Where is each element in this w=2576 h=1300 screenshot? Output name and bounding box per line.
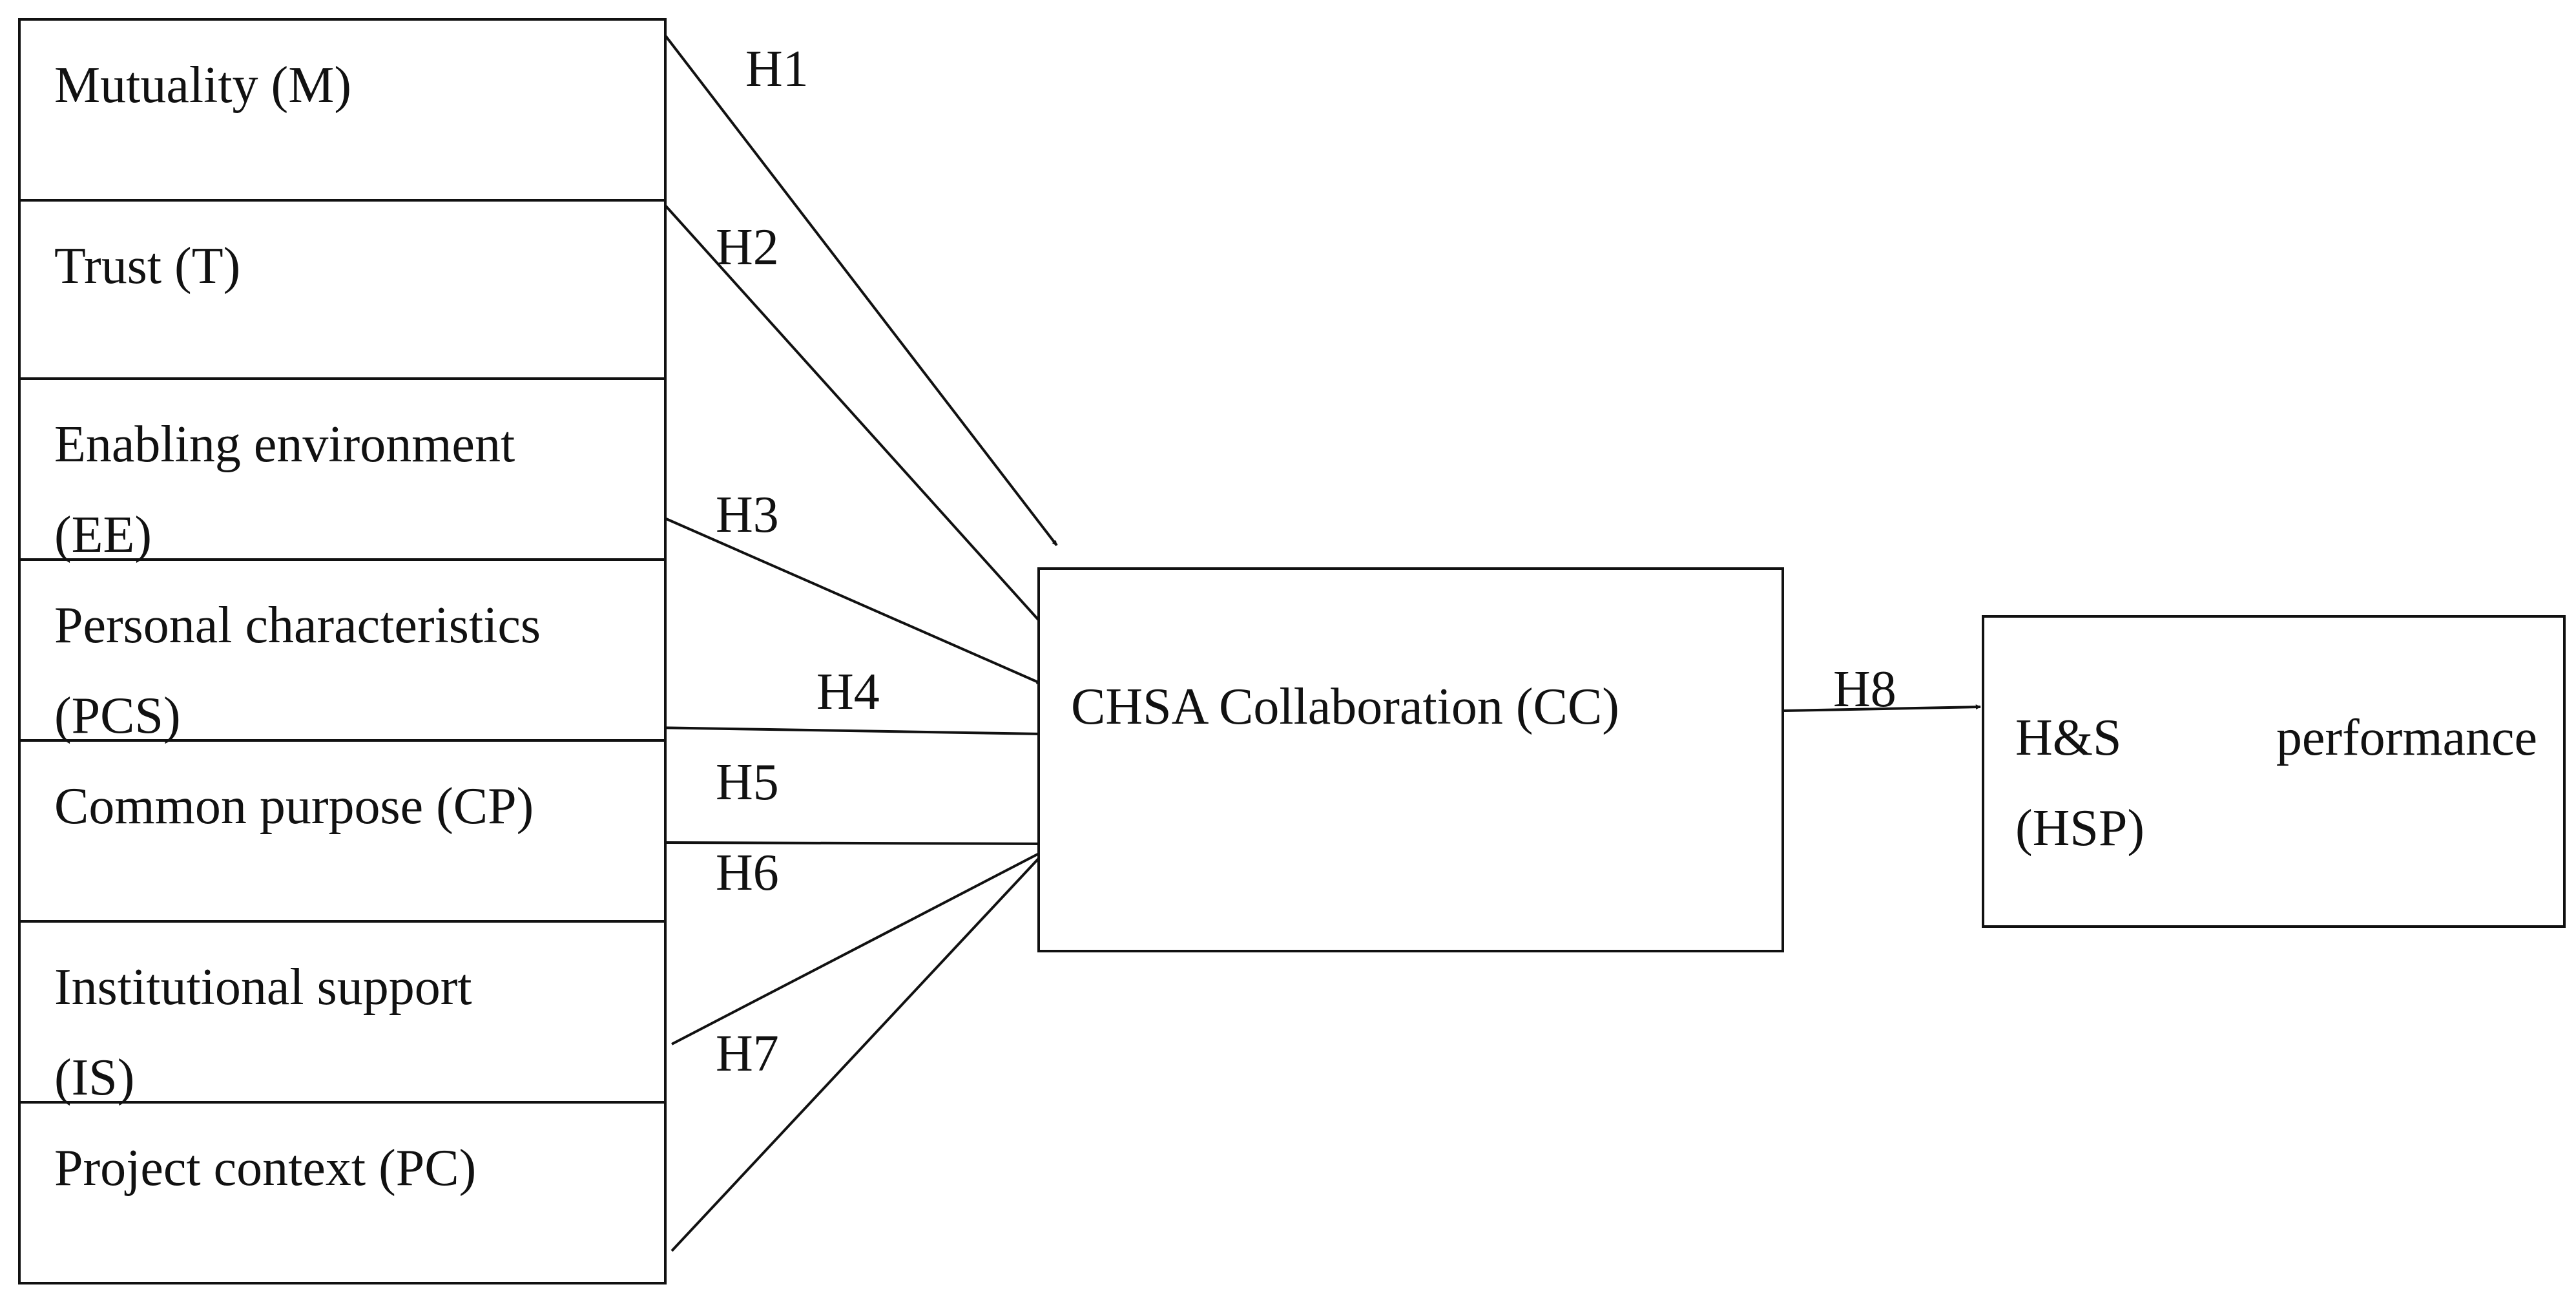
hypothesis-label-h4: H4	[816, 664, 880, 720]
hypothesis-label-h6: H6	[716, 844, 779, 901]
hypothesis-label-h2: H2	[716, 219, 779, 276]
arrow-h8	[1783, 704, 1981, 712]
factor-trust-label: Trust (T)	[54, 238, 241, 295]
factor-common-purpose: Common purpose (CP)	[21, 739, 664, 920]
factor-pcs-word-2: characteristics	[245, 597, 541, 654]
factor-common-purpose-label: Common purpose (CP)	[54, 778, 534, 835]
outcome-box: H&S performance (HSP)	[1982, 615, 2566, 928]
mediator-label: CHSA Collaboration (CC)	[1071, 678, 1619, 735]
factor-personal-characteristics-line-2: (PCS)	[54, 687, 181, 744]
mediator-box: CHSA Collaboration (CC)	[1037, 567, 1784, 952]
factor-project-context-label: Project context (PC)	[54, 1140, 477, 1197]
outcome-word-2: performance	[2276, 709, 2537, 766]
factor-enabling-environment-line-1: Enabling environment	[54, 399, 636, 490]
factor-mutuality: Mutuality (M)	[21, 21, 664, 199]
hypothesis-label-h5: H5	[716, 754, 779, 811]
arrow-h5	[665, 841, 1048, 846]
outcome-label-block: H&S performance (HSP)	[2015, 693, 2537, 874]
factor-enabling-environment: Enabling environment (EE)	[21, 377, 664, 563]
factor-ee-word-1: Enabling	[54, 416, 241, 473]
arrow-h2	[664, 204, 1053, 636]
outcome-label-line-2: (HSP)	[2015, 800, 2145, 857]
factor-mutuality-label: Mutuality (M)	[54, 57, 351, 114]
hypothesis-label-h3: H3	[716, 487, 779, 543]
factor-personal-characteristics-line-1: Personal characteristics	[54, 580, 636, 671]
arrow-h7	[670, 852, 1045, 1252]
hypothesis-label-h7: H7	[716, 1025, 779, 1082]
factor-enabling-environment-line-2: (EE)	[54, 507, 152, 563]
factor-is-word-1: Institutional	[54, 959, 304, 1016]
factor-trust: Trust (T)	[21, 199, 664, 377]
factor-ee-word-2: environment	[253, 416, 515, 473]
factor-project-context: Project context (PC)	[21, 1101, 664, 1282]
arrow-h1	[658, 26, 1058, 547]
factor-institutional-support-line-1: Institutional support	[54, 942, 636, 1033]
factor-is-word-2: support	[317, 959, 472, 1016]
outcome-word-1: H&S	[2015, 709, 2122, 766]
arrow-h3	[658, 514, 1042, 685]
hypothesis-label-h1: H1	[745, 41, 809, 98]
arrow-h4	[652, 726, 1044, 737]
hypothesis-label-h8: H8	[1833, 661, 1896, 718]
factor-column: Mutuality (M) Trust (T) Enabling environ…	[18, 18, 667, 1284]
factor-institutional-support-line-2: (IS)	[54, 1049, 135, 1106]
factor-institutional-support: Institutional support (IS)	[21, 920, 664, 1106]
outcome-label-line-1: H&S performance	[2015, 693, 2537, 783]
arrow-h6	[671, 849, 1046, 1045]
factor-pcs-word-1: Personal	[54, 597, 233, 654]
factor-personal-characteristics: Personal characteristics (PCS)	[21, 558, 664, 744]
